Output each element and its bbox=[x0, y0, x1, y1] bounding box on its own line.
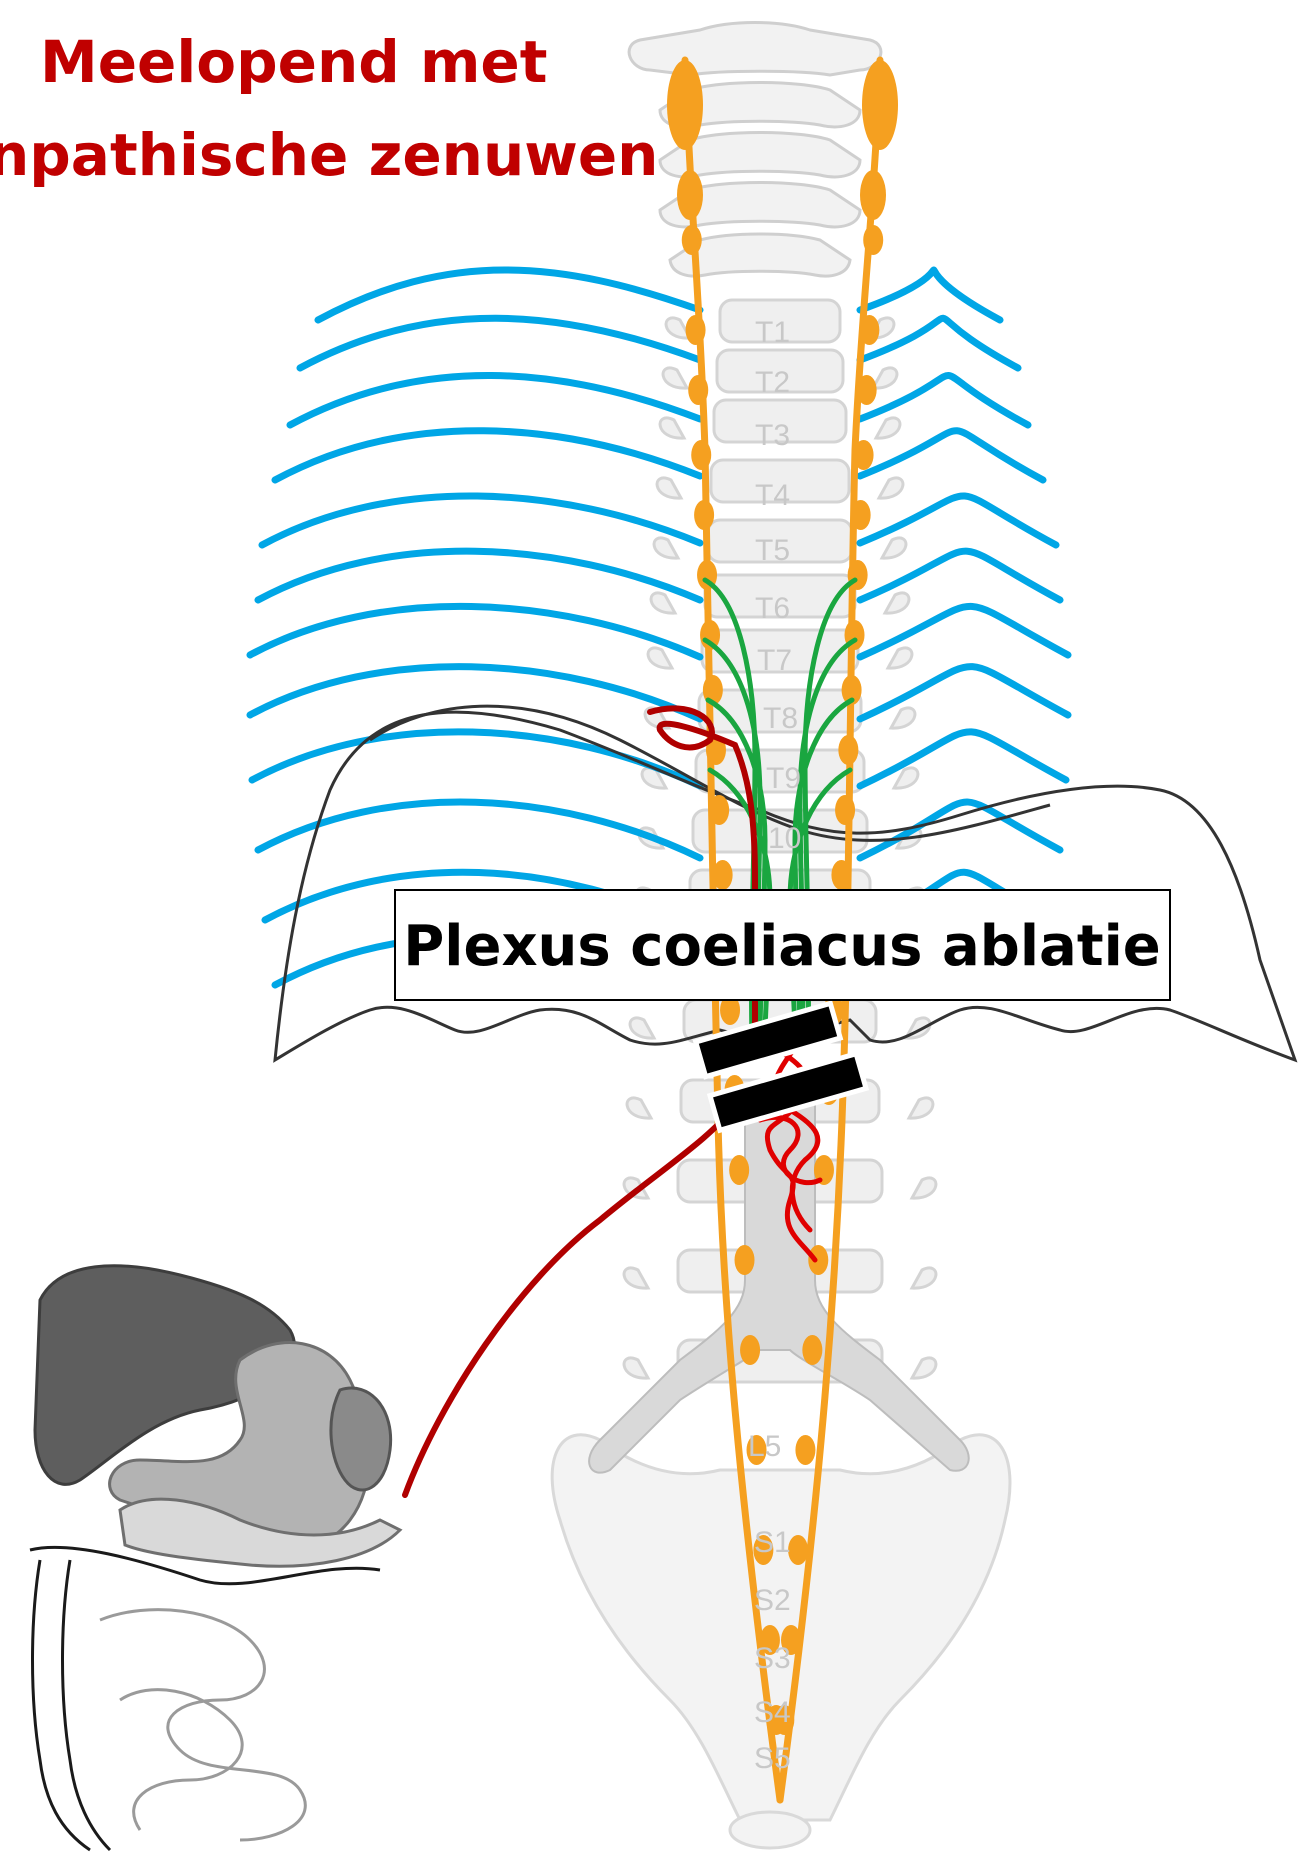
ribs bbox=[250, 270, 1068, 997]
ganglion-left bbox=[691, 440, 711, 470]
ganglion-left bbox=[686, 315, 706, 345]
rib-pair bbox=[300, 318, 1018, 368]
ganglion-right bbox=[851, 500, 871, 530]
vertebra-label: S4 bbox=[754, 1696, 791, 1729]
vertebra-label: T7 bbox=[757, 644, 792, 677]
left-middle-cervical-ganglion bbox=[677, 170, 703, 220]
ganglion-right bbox=[788, 1535, 808, 1565]
ganglion-right bbox=[831, 860, 851, 890]
ganglion-left bbox=[729, 1155, 749, 1185]
ganglion-left bbox=[682, 225, 702, 255]
atlas-vertebra bbox=[629, 23, 881, 76]
vertebra-label: T3 bbox=[755, 419, 790, 452]
title-line-2: npathische zenuwen bbox=[0, 121, 658, 189]
rib-pair bbox=[318, 270, 1000, 320]
procedure-label: Plexus coeliacus ablatie bbox=[403, 914, 1161, 979]
ganglion-right bbox=[808, 1245, 828, 1275]
title-group: Meelopend met npathische zenuwen bbox=[0, 28, 658, 189]
ganglion-left bbox=[735, 1245, 755, 1275]
rib-pair bbox=[258, 802, 1060, 858]
cervical-spine bbox=[629, 23, 881, 277]
colon-icon bbox=[30, 1547, 380, 1850]
vertebra-label: T1 bbox=[755, 316, 790, 349]
vertebra-label: T4 bbox=[755, 479, 790, 512]
ganglion-right bbox=[863, 225, 883, 255]
ganglion-right bbox=[835, 795, 855, 825]
ganglion-right bbox=[838, 735, 858, 765]
vertebra-label: S5 bbox=[754, 1742, 791, 1775]
ganglion-left bbox=[694, 500, 714, 530]
ganglion-right bbox=[854, 440, 874, 470]
coccyx bbox=[730, 1812, 810, 1848]
ganglion-right bbox=[795, 1435, 815, 1465]
ganglion-right bbox=[859, 315, 879, 345]
vertebra-label: T5 bbox=[755, 534, 790, 567]
vertebra-label: T6 bbox=[755, 592, 790, 625]
abdominal-organs bbox=[30, 1266, 400, 1850]
right-middle-cervical-ganglion bbox=[860, 170, 886, 220]
procedure-label-box: Plexus coeliacus ablatie bbox=[395, 890, 1170, 1000]
ganglion-left bbox=[740, 1335, 760, 1365]
ganglion-right bbox=[802, 1335, 822, 1365]
left-superior-cervical-ganglion bbox=[667, 60, 703, 150]
title-line-1: Meelopend met bbox=[40, 28, 547, 96]
vertebra-label: S3 bbox=[754, 1642, 791, 1675]
rib-pair bbox=[290, 375, 1028, 425]
ganglion-left bbox=[688, 375, 708, 405]
vertebra-label: S2 bbox=[754, 1584, 791, 1617]
vertebra-label: T2 bbox=[755, 366, 790, 399]
vertebra-label: 10 bbox=[768, 822, 801, 855]
spleen-icon bbox=[331, 1388, 391, 1490]
ganglion-left bbox=[709, 795, 729, 825]
rib-pair bbox=[275, 431, 1043, 480]
vertebra-label: L5 bbox=[748, 1430, 781, 1463]
right-superior-cervical-ganglion bbox=[862, 60, 898, 150]
vertebra-label: T9 bbox=[766, 762, 801, 795]
vertebra-label: S1 bbox=[754, 1526, 791, 1559]
ganglion-left bbox=[713, 860, 733, 890]
small-intestine-icon bbox=[100, 1610, 305, 1840]
ganglion-right bbox=[857, 375, 877, 405]
vertebra-label: T8 bbox=[763, 702, 798, 735]
